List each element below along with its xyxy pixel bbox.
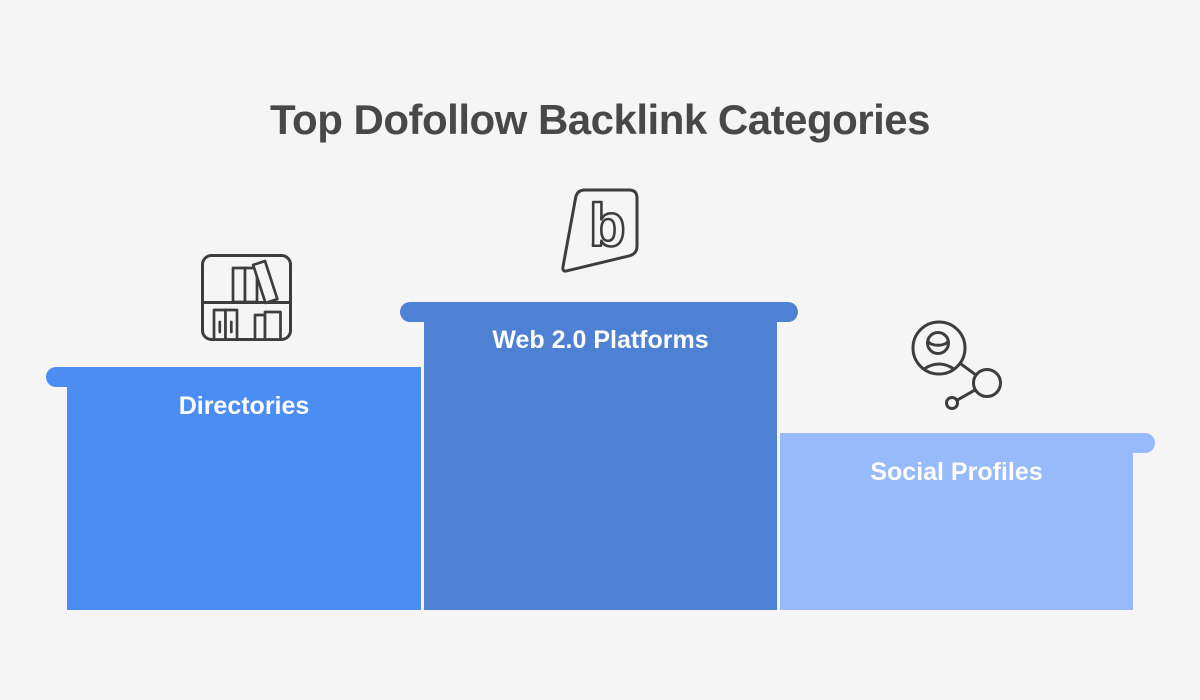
bar-social-profiles-label: Social Profiles [870,458,1043,486]
b-logo-icon: b [550,180,650,280]
svg-text:b: b [589,192,626,259]
bar-web20-platforms: Web 2.0 Platforms [400,302,798,610]
bar-social-profiles-cap [780,433,1155,453]
bar-web20-platforms-label: Web 2.0 Platforms [492,326,709,354]
page-title: Top Dofollow Backlink Categories [270,96,930,143]
bookshelf-icon [201,254,293,343]
bar-directories-label: Directories [178,392,310,420]
social-network-icon [905,315,1005,410]
bar-social-profiles: Social Profiles [780,433,1155,610]
bar-web20-platforms-cap [400,302,798,322]
bar-directories: Directories [46,367,421,610]
bar-directories-cap [46,367,421,387]
